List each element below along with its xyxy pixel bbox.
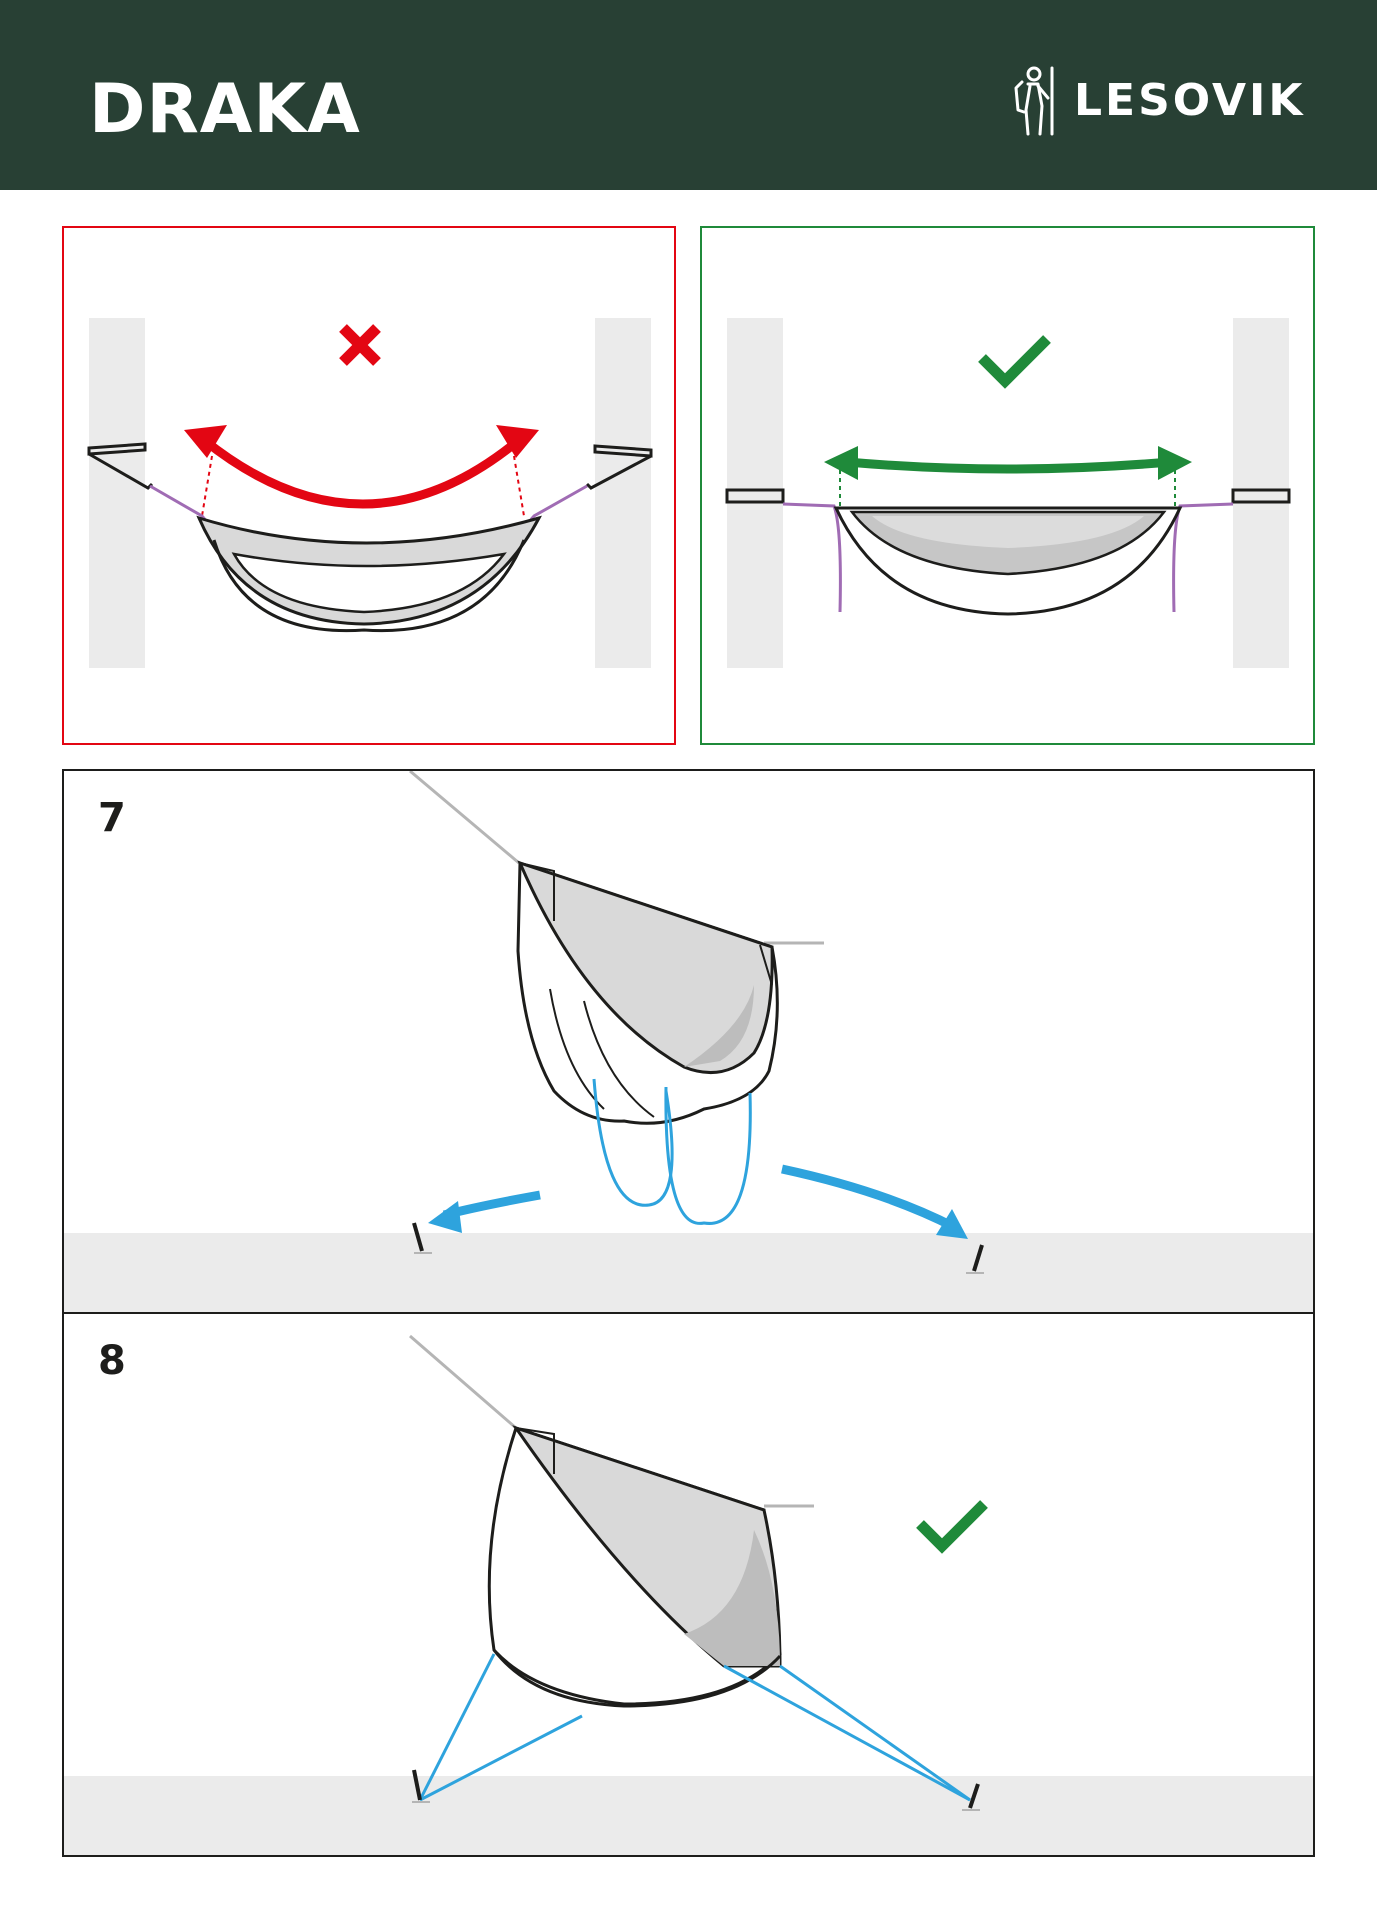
ridgeline <box>409 771 824 945</box>
tent-stake <box>412 1222 432 1254</box>
hammock <box>516 860 779 1125</box>
dashed-lines <box>201 455 525 517</box>
step-number: 7 <box>98 795 126 841</box>
tree-right <box>595 318 651 668</box>
hammock <box>487 1425 782 1708</box>
brand-name: LESOVIK <box>1074 74 1306 126</box>
arrow-right-icon <box>781 1164 968 1239</box>
tree-left <box>727 318 783 668</box>
ground <box>64 1233 1313 1312</box>
curved-arrow-icon <box>184 425 539 509</box>
wrong-setup-panel <box>62 226 676 745</box>
tree-strap-right <box>585 444 653 490</box>
tent-stake <box>962 1783 980 1811</box>
tent-stake <box>966 1244 984 1274</box>
header-bar: DRAKA LESOVIK <box>0 0 1377 190</box>
tree-left <box>89 318 145 668</box>
step-7-panel: 7 <box>62 769 1315 1314</box>
ridgeline <box>409 1334 814 1508</box>
page-title: DRAKA <box>89 70 361 149</box>
brand-logo: LESOVIK <box>1008 60 1306 140</box>
cross-icon <box>339 324 381 366</box>
correct-setup-panel <box>700 226 1315 745</box>
tree-strap-right <box>1231 488 1291 504</box>
tent-stake <box>412 1769 430 1803</box>
step-8-panel: 8 <box>62 1312 1315 1857</box>
tree-right <box>1233 318 1289 668</box>
tree-strap-left <box>725 488 785 504</box>
hiker-logo-icon <box>1014 66 1054 136</box>
checkmark-icon <box>978 335 1051 389</box>
hammock <box>833 506 1183 616</box>
checkmark-icon <box>916 1500 988 1554</box>
double-arrow-icon <box>824 446 1192 480</box>
ground <box>64 1776 1313 1855</box>
guy-line-loops <box>592 1078 752 1225</box>
guy-lines <box>418 1653 971 1802</box>
hammock <box>196 515 542 633</box>
step-number: 8 <box>98 1338 126 1384</box>
arrow-left-icon <box>428 1190 541 1233</box>
